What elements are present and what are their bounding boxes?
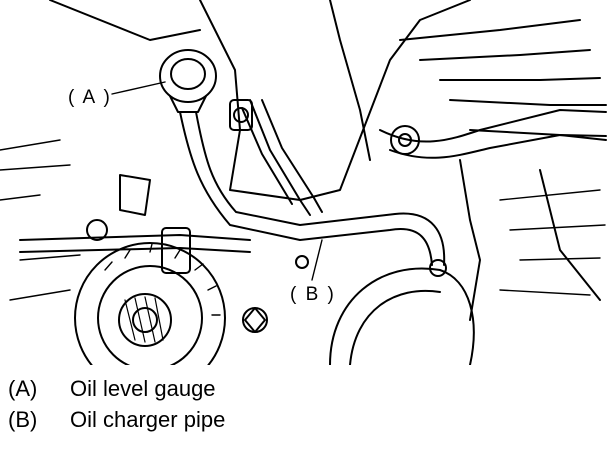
oil-charger-pipe-edge-2	[241, 107, 293, 205]
engine-rib-2	[419, 49, 591, 61]
legend-row-b: (B) Oil charger pipe	[8, 407, 598, 438]
sprocket-center	[132, 307, 158, 333]
right-fitting	[390, 125, 420, 155]
lower-bolt	[242, 307, 268, 333]
spline-lines	[124, 296, 164, 343]
engine-lower-housing	[459, 159, 481, 321]
lower-cylinder	[329, 267, 475, 365]
small-bracket	[119, 174, 151, 216]
right-hose	[379, 109, 607, 143]
lower-cylinder-inner	[349, 289, 441, 365]
callout-b-leader	[311, 239, 323, 281]
oil-level-gauge-tube-edge	[195, 111, 446, 266]
oil-level-gauge-handle-inner	[170, 58, 206, 90]
right-hose-edge	[389, 134, 607, 159]
sprocket-teeth	[104, 243, 221, 316]
bracket-bolt	[233, 107, 249, 123]
oil-level-gauge-neck	[169, 95, 207, 113]
hatching-left	[0, 139, 81, 301]
hatching-right	[499, 189, 606, 296]
right-fitting-inner	[398, 133, 412, 147]
sprocket-mid	[97, 265, 203, 365]
legend-label: Oil charger pipe	[70, 407, 226, 432]
sprocket-outer	[74, 242, 226, 365]
oil-level-gauge-handle	[159, 49, 217, 103]
legend-row-a: (A) Oil level gauge	[8, 376, 598, 407]
legend-label: Oil level gauge	[70, 376, 216, 401]
legend-key: (B)	[8, 407, 38, 432]
pipe-bracket	[229, 99, 253, 131]
engine-rib-1	[399, 19, 581, 41]
lower-bolt-hex	[244, 307, 266, 333]
legend-key: (A)	[8, 376, 38, 401]
oil-level-gauge-tube	[179, 111, 433, 266]
leader-line-top	[49, 0, 201, 41]
callout-a-label: ( A )	[68, 87, 112, 108]
oil-charger-pipe	[249, 99, 311, 216]
horizontal-rod	[19, 234, 251, 241]
oil-charger-pipe-edge	[261, 99, 323, 213]
engine-rib-4	[449, 99, 607, 106]
callout-a-leader	[111, 81, 166, 95]
engine-right-edge	[539, 169, 601, 301]
engine-rib-3	[439, 77, 601, 81]
legend: (A) Oil level gauge (B) Oil charger pipe	[8, 376, 598, 438]
engine-diagram: ( A ) ( B )	[0, 0, 607, 365]
rod-end-knob	[86, 219, 108, 241]
callout-b-dot	[295, 255, 309, 269]
sprocket-hub	[118, 293, 172, 347]
callout-b-label: ( B )	[290, 284, 336, 305]
horizontal-rod-edge	[19, 247, 251, 253]
engine-upper-housing	[329, 0, 371, 161]
